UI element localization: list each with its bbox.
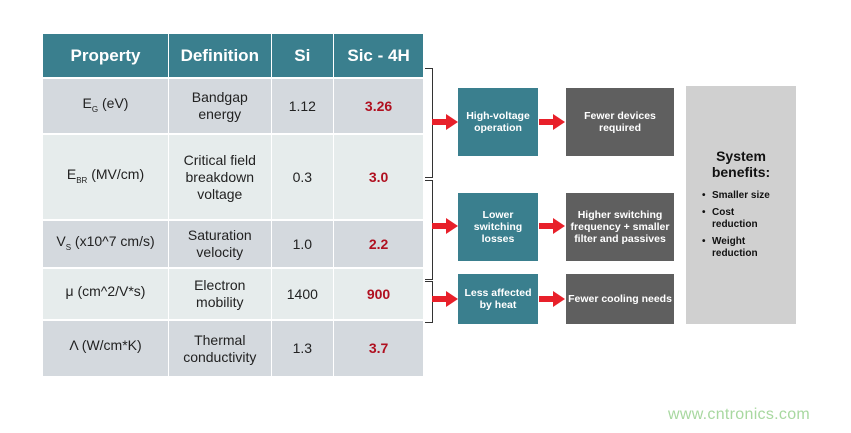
table-row: EBR (MV/cm) Critical field breakdown vol…	[43, 133, 423, 220]
arrow-icon	[539, 114, 565, 130]
si-value-cell: 0.3	[271, 133, 335, 220]
arrow-icon	[539, 218, 565, 234]
definition-cell: Critical field breakdown voltage	[168, 133, 272, 220]
sic-value-cell: 3.0	[333, 133, 423, 220]
definition-cell: Electron mobility	[168, 267, 272, 320]
effect-lower-switching-losses: Lower switching losses	[458, 193, 538, 261]
system-benefits-title: System benefits:	[711, 148, 771, 180]
si-value-cell: 1.0	[271, 219, 335, 268]
list-item: Weight reduction	[702, 236, 780, 260]
effect-high-voltage: High-voltage operation	[458, 88, 538, 156]
sic-value-cell: 2.2	[333, 219, 423, 268]
result-fewer-devices: Fewer devices required	[566, 88, 674, 156]
result-fewer-cooling: Fewer cooling needs	[566, 274, 674, 324]
arrow-icon	[539, 291, 565, 307]
table-row: μ (cm^2/V*s) Electron mobility 1400 900	[43, 267, 423, 320]
header-definition: Definition	[168, 34, 272, 78]
arrow-icon	[432, 218, 458, 234]
header-sic: Sic - 4H	[333, 34, 423, 78]
sic-value-cell: 3.7	[333, 319, 423, 376]
bracket-switching	[425, 180, 433, 280]
table-header-row: Property Definition Si Sic - 4H	[43, 34, 423, 78]
list-item: Cost reduction	[702, 207, 780, 231]
table-row: Λ (W/cm*K) Thermal conductivity 1.3 3.7	[43, 319, 423, 376]
definition-cell: Thermal conductivity	[168, 319, 272, 376]
effect-less-heat: Less affected by heat	[458, 274, 538, 324]
table-row: VS (x10^7 cm/s) Saturation velocity 1.0 …	[43, 219, 423, 268]
definition-cell: Saturation velocity	[168, 219, 272, 268]
property-cell: EG (eV)	[43, 77, 169, 134]
arrow-icon	[432, 291, 458, 307]
header-si: Si	[271, 34, 335, 78]
system-benefits-panel: System benefits: Smaller size Cost reduc…	[686, 86, 796, 324]
sic-value-cell: 3.26	[333, 77, 423, 134]
table-row: EG (eV) Bandgap energy 1.12 3.26	[43, 77, 423, 134]
result-higher-switching-frequency: Higher switching frequency + smaller fil…	[566, 193, 674, 261]
properties-table: Property Definition Si Sic - 4H EG (eV) …	[43, 34, 423, 376]
benefits-list: Smaller size Cost reduction Weight reduc…	[702, 190, 780, 265]
si-value-cell: 1.3	[271, 319, 335, 376]
property-cell: VS (x10^7 cm/s)	[43, 219, 169, 268]
si-value-cell: 1.12	[271, 77, 335, 134]
watermark: www.cntronics.com	[668, 406, 811, 423]
property-cell: EBR (MV/cm)	[43, 133, 169, 220]
arrow-icon	[432, 114, 458, 130]
sic-value-cell: 900	[333, 267, 423, 320]
list-item: Smaller size	[702, 190, 780, 202]
si-value-cell: 1400	[271, 267, 335, 320]
property-cell: μ (cm^2/V*s)	[43, 267, 169, 320]
property-cell: Λ (W/cm*K)	[43, 319, 169, 376]
header-property: Property	[43, 34, 169, 78]
definition-cell: Bandgap energy	[168, 77, 272, 134]
